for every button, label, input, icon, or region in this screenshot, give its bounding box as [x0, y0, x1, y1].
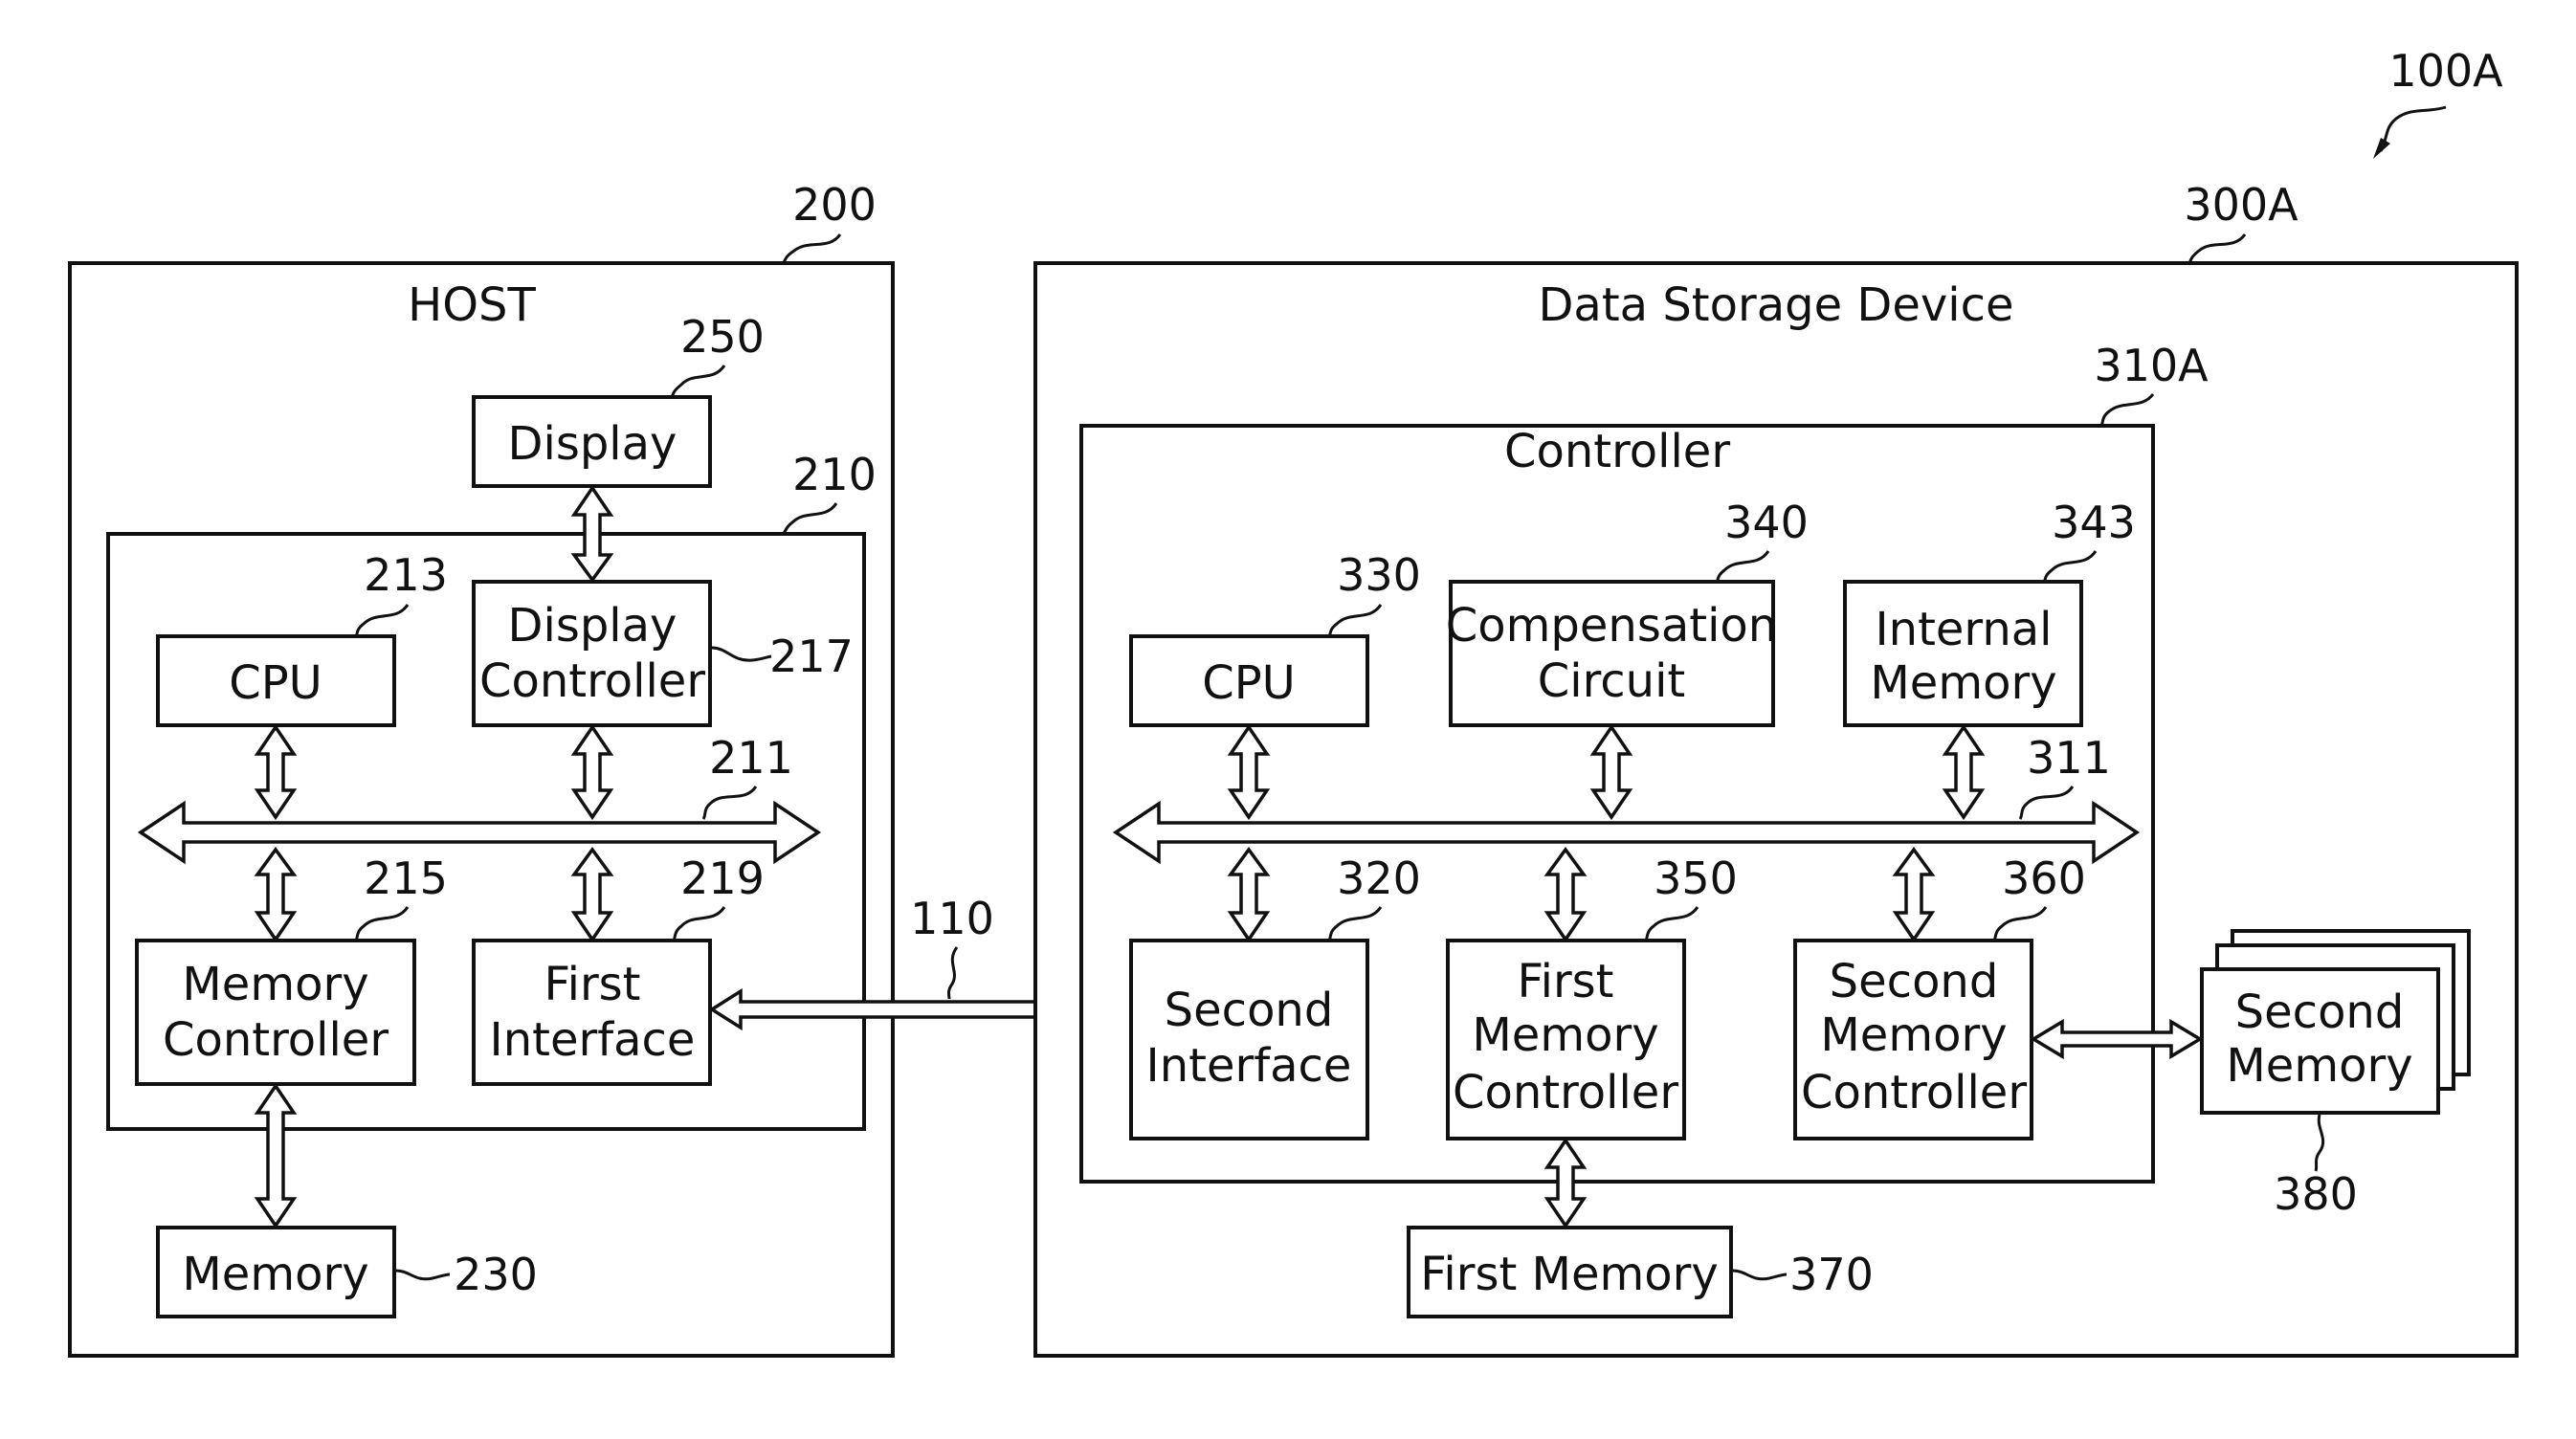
- device-second-memory-controller-ref: 360: [2002, 852, 2086, 904]
- figure-ref-100a: 100A: [2388, 45, 2503, 97]
- device-internal-memory-ref: 343: [2052, 497, 2136, 548]
- device-second-interface-ref: 320: [1337, 852, 1421, 904]
- device-cpu-label: CPU: [1202, 656, 1296, 710]
- host-cpu-label: CPU: [229, 656, 322, 710]
- device-compensation-circuit-line1: Compensation: [1446, 599, 1777, 653]
- host-cpu-ref: 213: [364, 549, 448, 601]
- device-cpu-ref: 330: [1337, 549, 1421, 601]
- device-controller-title: Controller: [1504, 425, 1730, 478]
- host-bus-ref: 211: [709, 732, 793, 784]
- host-memory-ref: 230: [454, 1249, 538, 1300]
- device-title: Data Storage Device: [1538, 278, 2013, 332]
- host-display-controller-ref: 217: [769, 631, 854, 682]
- device-controller-ref: 310A: [2094, 340, 2209, 391]
- host-first-interface-line2: Interface: [490, 1013, 696, 1067]
- device-bus-ref: 311: [2027, 732, 2111, 784]
- device-second-memory-controller-line2: Memory: [1820, 1008, 2007, 1062]
- host-display-label: Display: [508, 417, 677, 471]
- device-second-interface-line2: Interface: [1146, 1039, 1352, 1093]
- host-title: HOST: [408, 278, 536, 332]
- device-second-memory-ref: 380: [2274, 1168, 2358, 1220]
- device-internal-memory-line1: Internal: [1876, 603, 2053, 656]
- device-second-memory-line1: Second: [2235, 985, 2405, 1039]
- host-memory-controller-ref: 215: [364, 852, 448, 904]
- device-second-interface-line1: Second: [1165, 984, 1334, 1037]
- device-first-memory-controller-line2: Memory: [1472, 1008, 1658, 1062]
- device-second-memory-line2: Memory: [2226, 1039, 2412, 1093]
- host-memory-controller-line1: Memory: [182, 958, 368, 1011]
- host-display-controller-line2: Controller: [479, 654, 705, 708]
- host-processor-ref: 210: [792, 449, 877, 500]
- device-second-memory-controller-line1: Second: [1830, 955, 1999, 1008]
- figure-ref-100a-leader: [2381, 107, 2446, 151]
- device-ref: 300A: [2184, 179, 2298, 231]
- host-first-interface-line1: First: [544, 958, 640, 1011]
- host-memory-controller-line2: Controller: [163, 1013, 389, 1067]
- link-ref-leader: [949, 947, 958, 999]
- device-internal-memory-line2: Memory: [1870, 656, 2056, 710]
- host-ref: 200: [792, 179, 877, 231]
- device-first-memory-ref: 370: [1789, 1249, 1874, 1300]
- device-first-memory-controller-line1: First: [1517, 955, 1613, 1008]
- host-first-interface-ref: 219: [680, 852, 765, 904]
- figure-ref-100a-arrowhead: [2373, 138, 2390, 159]
- device-first-memory-controller-line3: Controller: [1453, 1066, 1678, 1119]
- device-compensation-circuit-ref: 340: [1724, 497, 1809, 548]
- host-display-controller-line1: Display: [508, 599, 677, 653]
- device-first-memory-label: First Memory: [1420, 1248, 1718, 1301]
- device-ref-leader: [2189, 234, 2245, 263]
- host-ref-leader: [783, 234, 840, 263]
- host-display-ref: 250: [680, 311, 765, 363]
- device-second-memory-controller-line3: Controller: [1801, 1066, 2027, 1119]
- link-ref: 110: [910, 893, 994, 944]
- host-memory-label: Memory: [182, 1248, 368, 1301]
- device-compensation-circuit-line2: Circuit: [1538, 654, 1686, 708]
- device-first-memory-controller-ref: 350: [1654, 852, 1738, 904]
